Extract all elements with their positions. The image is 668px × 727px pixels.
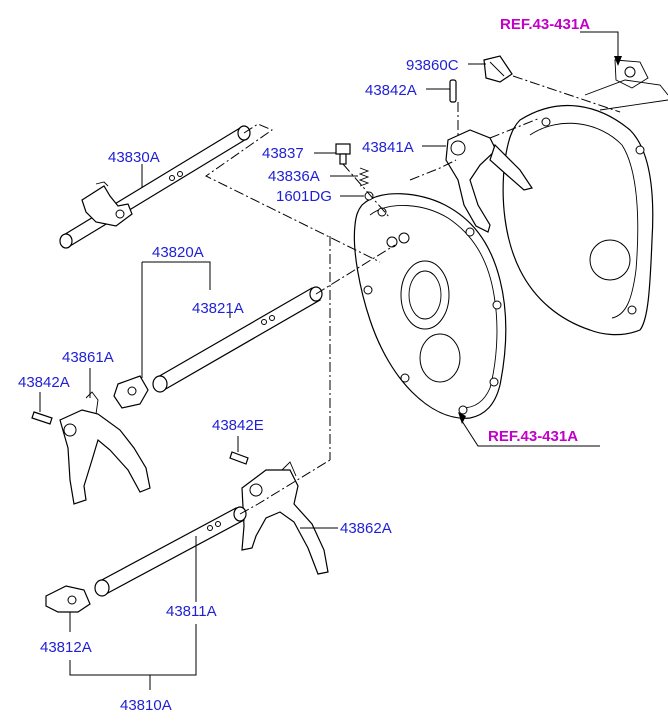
leader-lines xyxy=(39,31,619,690)
plug-93860C xyxy=(483,55,513,83)
spring-43836A xyxy=(358,167,370,187)
shift-rail-43811A xyxy=(94,506,247,597)
ref-label-top: REF.43-431A xyxy=(500,16,590,33)
part-label-43810A: 43810A xyxy=(120,697,172,714)
arrow-heads xyxy=(458,56,622,424)
part-label-43811A: 43811A xyxy=(166,603,217,620)
part-label-43821A: 43821A xyxy=(192,300,244,317)
part-label-43820A: 43820A xyxy=(152,244,204,261)
pin-43842E xyxy=(229,451,249,465)
shift-rail-43821A xyxy=(152,286,323,393)
alignment-lines xyxy=(205,75,621,515)
block-43812A xyxy=(45,585,91,613)
pin-43842A-left xyxy=(31,411,53,425)
bolt-43837 xyxy=(335,143,351,165)
fork-43841A xyxy=(445,129,533,233)
transmission-case xyxy=(502,59,668,336)
part-label-43837: 43837 xyxy=(262,145,304,162)
part-label-1601DG: 1601DG xyxy=(276,188,332,205)
part-label-93860C: 93860C xyxy=(406,57,459,74)
shift-rail-43830A xyxy=(59,125,251,249)
part-label-43830A: 43830A xyxy=(108,149,160,166)
part-label-43842A-top: 43842A xyxy=(365,82,417,99)
fork-43862A xyxy=(241,461,329,575)
part-label-43836A: 43836A xyxy=(268,168,320,185)
pin-43842A-top xyxy=(449,79,457,103)
part-label-43861A: 43861A xyxy=(62,349,114,366)
ref-label-bottom: REF.43-431A xyxy=(488,428,578,445)
part-label-43812A: 43812A xyxy=(40,639,92,656)
part-label-43841A: 43841A xyxy=(362,139,414,156)
part-label-43842A-left: 43842A xyxy=(18,374,70,391)
fork-43861A xyxy=(59,375,151,505)
center-housing xyxy=(353,193,507,419)
ball-1601DG xyxy=(364,191,374,201)
labels: REF.43-431A 93860C 43842A 43841A 43837 4… xyxy=(18,16,590,714)
part-label-43842E: 43842E xyxy=(212,417,264,434)
part-label-43862A: 43862A xyxy=(340,520,392,537)
